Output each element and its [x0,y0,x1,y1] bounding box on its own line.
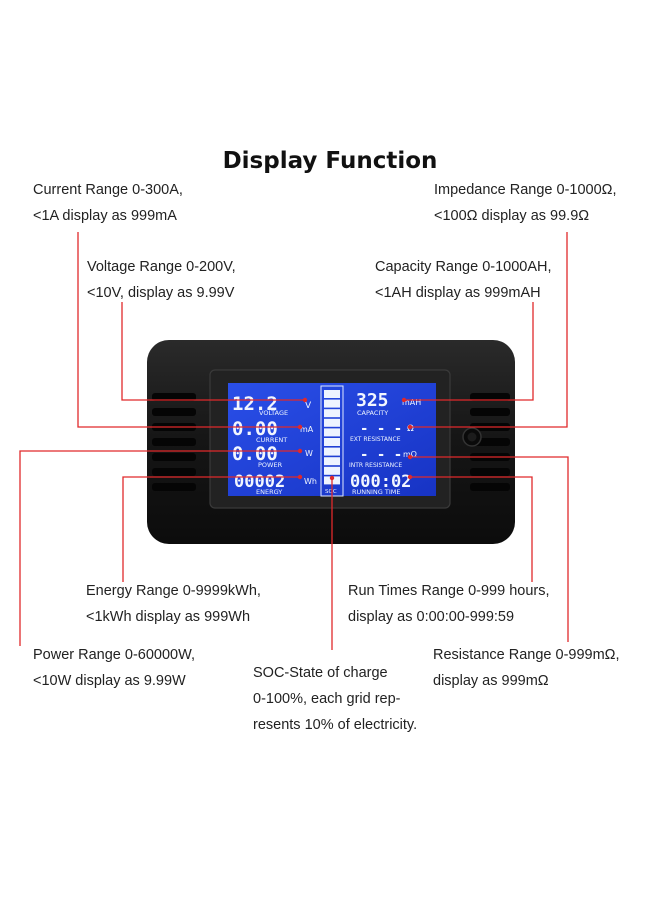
note-line: Run Times Range 0-999 hours, [348,583,550,599]
leader-current [77,232,300,428]
intr-resistance-unit: mΩ [403,450,417,459]
note-line: Capacity Range 0-1000AH, [375,259,552,275]
note-line: <1kWh display as 999Wh [86,609,251,625]
leader-resistance [410,456,569,642]
soc-segment [324,457,340,466]
note-line: <1A display as 999mA [33,208,177,224]
note-line: Voltage Range 0-200V, [87,259,236,275]
note-line: Power Range 0-60000W, [33,647,196,663]
leader-impedance [410,232,568,428]
note-line: <10V, display as 9.99V [87,285,235,301]
resistance-range-note: Resistance Range 0-999mΩ, display as 999… [433,642,620,694]
note-line: display as 999mΩ [433,673,549,689]
note-line: SOC-State of charge [253,665,388,681]
note-line: Impedance Range 0-1000Ω, [434,182,617,198]
note-line: display as 0:00:00-999:59 [348,609,515,625]
power-range-note: Power Range 0-60000W, <10W display as 9.… [33,642,195,694]
ext-resistance-reading: - - - [360,421,402,437]
intr-resistance-reading: - - - [360,447,402,463]
note-line: resents 10% of electricity. [253,717,418,733]
note-line: 0-100%, each grid rep- [253,691,401,707]
capacity-label: CAPACITY [357,409,388,417]
leader-energy [122,476,300,582]
leader-power [19,450,300,646]
soc-segment [324,447,340,456]
energy-unit: Wh [304,477,317,486]
leader-runtime [410,476,533,582]
power-reading: 0.00 [232,443,278,465]
soc-segment [324,466,340,475]
note-line: <10W display as 9.99W [33,673,186,689]
page-title: Display Function [222,148,438,174]
soc-segment [324,399,340,408]
note-line: <100Ω display as 99.9Ω [434,208,590,224]
current-label: CURRENT [256,436,287,444]
impedance-range-note: Impedance Range 0-1000Ω, <100Ω display a… [434,177,617,229]
voltage-unit: V [305,401,312,411]
voltage-range-note: Voltage Range 0-200V, <10V, display as 9… [87,254,236,306]
soc-label: SOC [325,489,337,495]
energy-range-note: Energy Range 0-9999kWh, <1kWh display as… [86,578,261,630]
ext-resistance-label: EXT RESISTANCE [350,436,401,443]
current-range-note: Current Range 0-300A, <1A display as 999… [33,177,183,229]
leader-capacity [404,302,534,401]
note-line: Energy Range 0-9999kWh, [86,583,261,599]
capacity-range-note: Capacity Range 0-1000AH, <1AH display as… [375,254,552,306]
note-line: Resistance Range 0-999mΩ, [433,647,620,663]
soc-segment [324,428,340,437]
soc-note: SOC-State of charge 0-100%, each grid re… [253,660,417,738]
energy-label: ENERGY [256,488,282,496]
soc-segment [324,418,340,427]
capacity-reading: 325 [356,390,389,411]
note-line: Current Range 0-300A, [33,182,183,198]
power-unit: W [305,449,313,458]
runtime-range-note: Run Times Range 0-999 hours, display as … [348,578,550,630]
intr-resistance-label: INTR RESISTANCE [349,462,402,469]
soc-segment [324,390,340,398]
voltage-reading: 12.2 [232,393,278,415]
leader-lines [19,232,569,650]
runtime-label: RUNNING TIME [352,488,400,496]
reset-button-core [467,432,477,442]
soc-segment [324,438,340,446]
soc-segment [324,409,340,418]
leader-voltage [121,302,305,401]
current-unit: mA [300,425,314,434]
note-line: <1AH display as 999mAH [375,285,541,301]
power-label: POWER [258,461,283,469]
left-vent-grille [152,393,196,491]
runtime-reading: 000:02 [350,472,411,492]
current-reading: 0.00 [232,418,278,440]
capacity-unit: mAH [402,398,421,407]
voltage-label: VOLTAGE [259,409,288,417]
